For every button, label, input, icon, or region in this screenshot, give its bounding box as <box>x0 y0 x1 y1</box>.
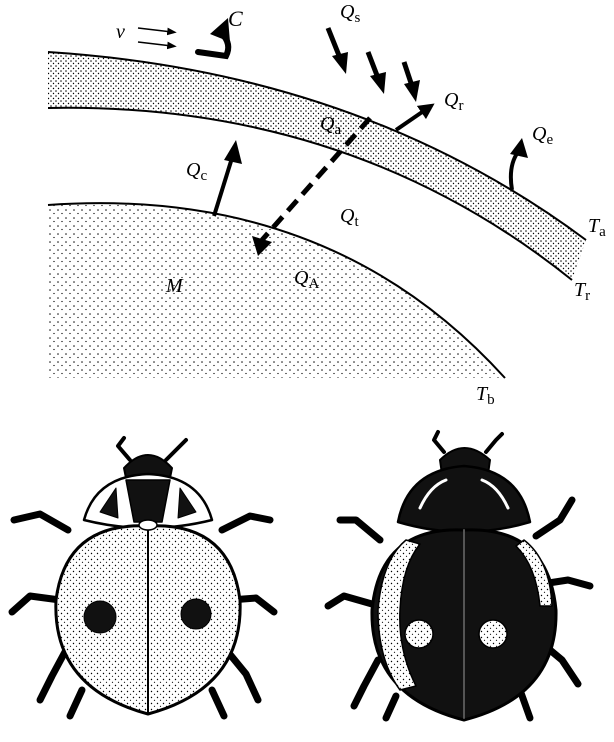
ladybird-light-illustration <box>12 438 274 716</box>
conduction-arrow <box>214 158 232 216</box>
pronotum-center-marking <box>126 480 170 522</box>
pale-spot-left <box>405 620 433 648</box>
label-C: C <box>228 6 243 31</box>
ladybird-dark-illustration <box>328 432 590 720</box>
label-M: M <box>165 275 184 297</box>
convection-hook-head <box>210 18 230 42</box>
heat-flow-diagram: v C Qs Qr Qa Qe Qc Qt QA M Ta Tr Tb <box>48 1 606 408</box>
solar-radiation-arrows <box>328 28 420 102</box>
reflected-radiation-arrow <box>396 108 428 130</box>
scutellum-left-beetle <box>139 520 157 530</box>
conduction-arrow-head <box>224 140 242 164</box>
pale-spot-right <box>479 620 507 648</box>
label-Qs: Qs <box>340 1 360 26</box>
label-Ta: Ta <box>588 215 606 240</box>
label-Qr: Qr <box>444 89 463 114</box>
label-Tr: Tr <box>574 279 590 304</box>
wind-arrows <box>138 28 172 46</box>
label-Qt: Qt <box>340 205 359 230</box>
evaporation-arrow-head <box>510 138 528 158</box>
label-Qc: Qc <box>186 159 207 184</box>
label-v: v <box>116 21 125 43</box>
label-Tb: Tb <box>476 383 495 408</box>
elytral-spot-right <box>181 599 211 629</box>
pronotum-right-beetle <box>398 466 530 532</box>
label-Qe: Qe <box>532 123 553 148</box>
evaporation-arrow <box>511 152 518 190</box>
elytral-spot-left <box>84 601 116 633</box>
